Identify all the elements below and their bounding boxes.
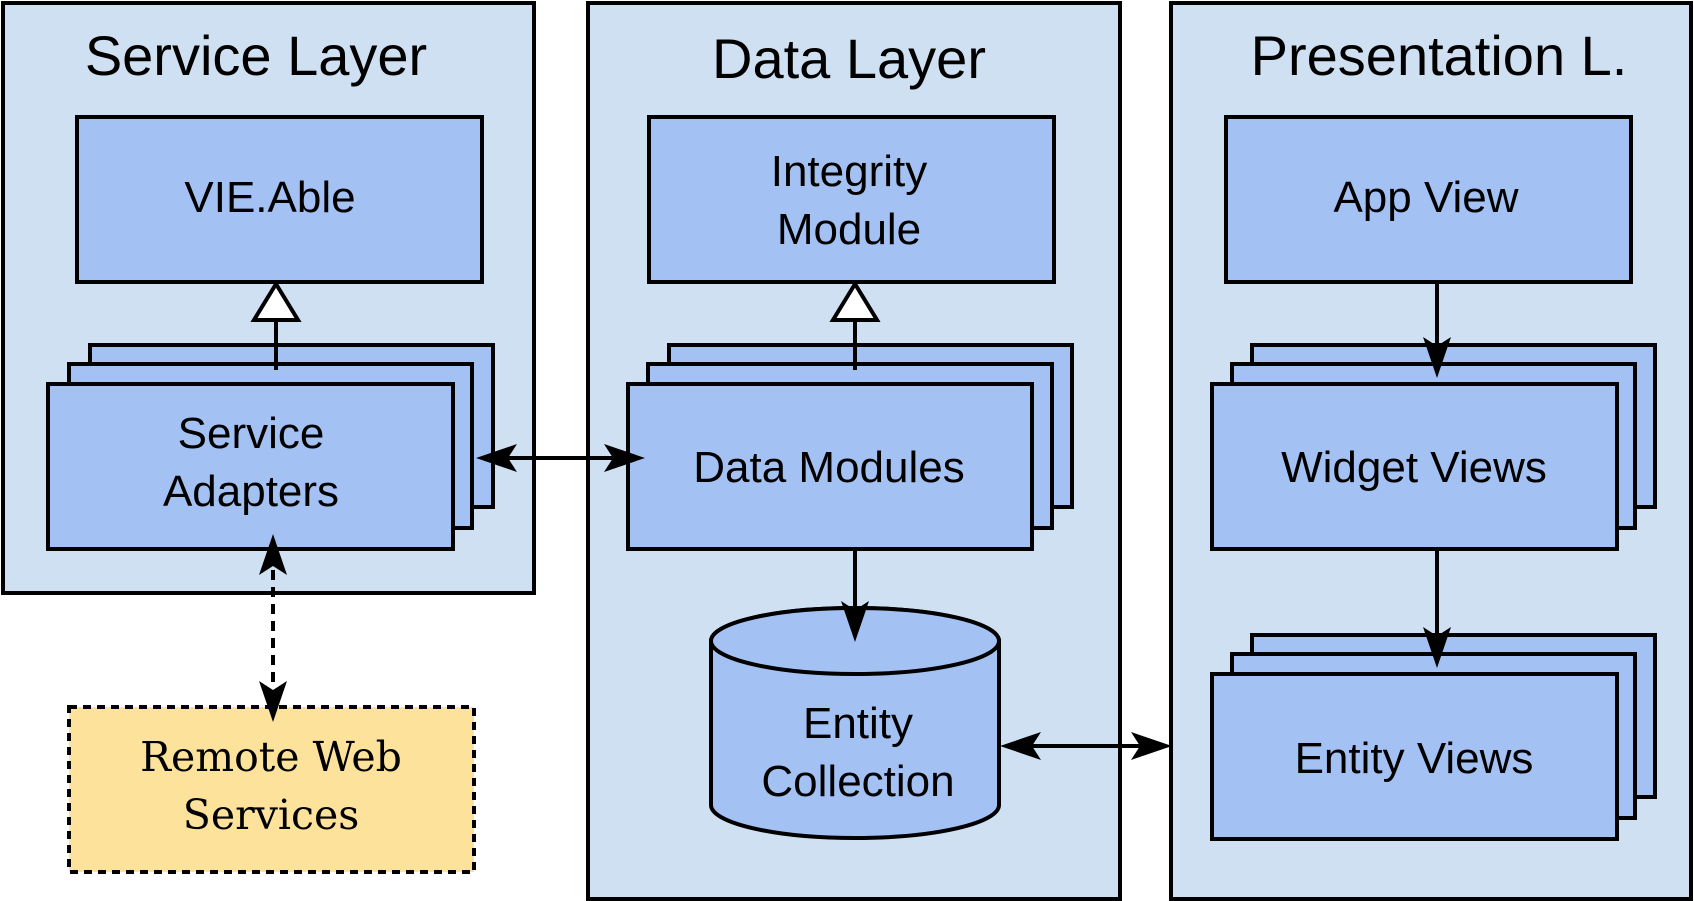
inherits-arrow-adapters-to-vie (250, 280, 302, 370)
entity-collection-cylinder: Entity Collection (709, 606, 1001, 840)
inherits-arrow-datamodules-to-integrity (829, 280, 881, 370)
vie-able-box: VIE.Able (75, 115, 484, 284)
remote-web-services-label-line2: Services (183, 791, 360, 839)
arrow-appview-to-widgetviews (1423, 284, 1451, 378)
widget-views-stack: Widget Views (1210, 343, 1657, 551)
service-layer-title: Service Layer (85, 24, 427, 87)
service-adapters-stack: Service Adapters (46, 343, 495, 551)
remote-web-services-box: Remote Web Services (67, 705, 476, 874)
data-modules-stack: Data Modules (626, 343, 1074, 551)
presentation-layer-title: Presentation L. (1251, 24, 1628, 87)
entity-views-label: Entity Views (1295, 734, 1534, 783)
arrow-widgetviews-to-entityviews (1423, 549, 1451, 668)
arrow-adapters-datamodules (476, 444, 645, 472)
integrity-module-label-line1: Integrity (771, 147, 928, 196)
widget-views-label: Widget Views (1281, 443, 1547, 492)
dashed-arrow-adapters-remote (259, 534, 287, 722)
vie-able-label: VIE.Able (184, 173, 355, 222)
integrity-module-label-line2: Module (777, 205, 921, 254)
service-adapters-label-line1: Service (178, 409, 325, 458)
integrity-module-box: Integrity Module (647, 115, 1056, 284)
arrow-datamodules-to-collection (841, 549, 869, 642)
app-view-label: App View (1333, 173, 1518, 222)
service-adapters-label-line2: Adapters (163, 467, 339, 516)
data-modules-label: Data Modules (693, 443, 964, 492)
data-layer-title: Data Layer (712, 27, 986, 90)
arrow-collection-entityviews (1000, 732, 1172, 760)
entity-collection-label-line2: Collection (761, 757, 954, 806)
app-view-box: App View (1224, 115, 1633, 284)
entity-collection-label-line1: Entity (803, 699, 913, 748)
entity-views-stack: Entity Views (1210, 633, 1657, 841)
remote-web-services-label-line1: Remote Web (140, 733, 402, 781)
